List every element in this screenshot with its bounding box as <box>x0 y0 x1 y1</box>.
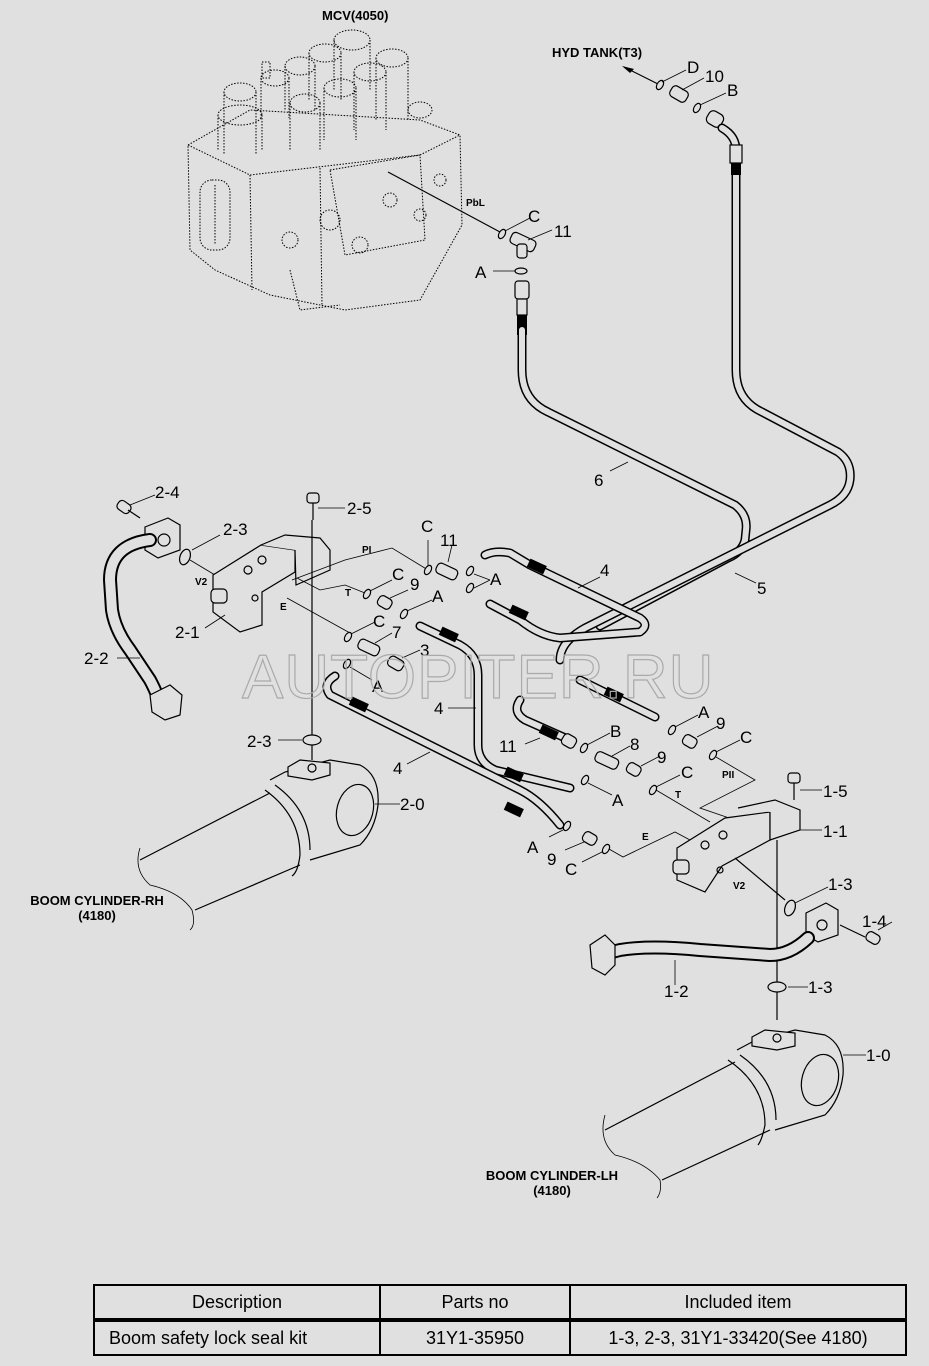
callout-3: 3 <box>420 641 429 660</box>
callout-1-0: 1-0 <box>866 1046 891 1065</box>
hyd-tank-label: HYD TANK(T3) <box>552 45 642 60</box>
callout-4-left: 4 <box>393 759 402 778</box>
boom-cylinder-lh-ref: (4180) <box>533 1183 571 1198</box>
hoses-4 <box>322 547 660 830</box>
callout-2-3-top: 2-3 <box>223 520 248 539</box>
callout-c-lh1: C <box>740 728 752 747</box>
callout-a-rh1: A <box>490 570 502 589</box>
table-row: Boom safety lock seal kit 31Y1-35950 1-3… <box>93 1319 907 1356</box>
cell-parts-no: 31Y1-35950 <box>379 1319 571 1356</box>
callout-2-4: 2-4 <box>155 483 180 502</box>
boom-cylinder-rh-ref: (4180) <box>78 908 116 923</box>
mcv-label: MCV(4050) <box>322 8 388 23</box>
callout-c-rh2: C <box>392 565 404 584</box>
callout-2-2: 2-2 <box>84 649 109 668</box>
header-description: Description <box>93 1284 381 1322</box>
boom-cylinder-rh <box>137 759 379 931</box>
boom-cylinder-rh-label: BOOM CYLINDER-RH <box>30 893 164 908</box>
lh-fittings <box>524 714 741 863</box>
callout-c-lh3: C <box>565 860 577 879</box>
callout-9-lh2: 9 <box>657 748 666 767</box>
callout-1-3-top: 1-3 <box>828 875 853 894</box>
table-header-row: Description Parts no Included item <box>93 1284 907 1322</box>
callout-8: 8 <box>630 735 639 754</box>
callout-a-rh2: A <box>432 587 444 606</box>
callout-2-1: 2-1 <box>175 623 200 642</box>
callout-1-4: 1-4 <box>862 912 887 931</box>
parts-table: Description Parts no Included item Boom … <box>93 1284 907 1356</box>
port-pii-lh: PII <box>722 770 734 781</box>
callout-11-mcv: 11 <box>554 222 572 241</box>
callout-9-lh1: 9 <box>716 714 725 733</box>
port-e-rh: E <box>280 602 287 613</box>
callout-a-mcv: A <box>475 263 487 282</box>
rh-valve-assembly <box>103 492 331 760</box>
callout-c-lh2: C <box>681 763 693 782</box>
callout-5: 5 <box>757 579 766 598</box>
callout-d-tank: D <box>687 58 699 77</box>
callout-6: 6 <box>594 471 603 490</box>
port-pbl-label: PbL <box>466 198 485 209</box>
callout-2-5: 2-5 <box>347 499 372 518</box>
tank-fittings <box>622 66 727 128</box>
callout-a-lh3: A <box>527 838 539 857</box>
port-t-lh: T <box>675 790 681 801</box>
boom-cylinder-lh <box>602 1029 844 1199</box>
callout-b-tank: B <box>727 81 738 100</box>
cell-description: Boom safety lock seal kit <box>93 1319 381 1356</box>
callout-11-lh: 11 <box>499 737 517 756</box>
callout-1-5: 1-5 <box>823 782 848 801</box>
callout-4-mid: 4 <box>434 699 443 718</box>
port-t-rh: T <box>345 588 351 599</box>
port-e-lh: E <box>642 832 649 843</box>
header-included-item: Included item <box>569 1284 907 1322</box>
callout-2-0: 2-0 <box>400 795 425 814</box>
callout-1-2: 1-2 <box>664 982 689 1001</box>
hose-5 <box>555 123 855 665</box>
mcv-drawing <box>187 29 501 311</box>
callout-c-rh1: C <box>421 517 433 536</box>
header-parts-no: Parts no <box>379 1284 571 1322</box>
callout-a-rh3: A <box>372 677 384 696</box>
callout-b-lh: B <box>610 722 621 741</box>
callout-9-lh3: 9 <box>547 850 556 869</box>
callout-1-3-bottom: 1-3 <box>808 978 833 997</box>
lh-valve-assembly <box>589 772 881 1020</box>
port-pi-rh: PI <box>362 545 372 556</box>
port-v2-lh: V2 <box>733 881 746 892</box>
callout-10: 10 <box>705 67 724 86</box>
port-v2-rh: V2 <box>195 577 208 588</box>
callout-7: 7 <box>392 623 401 642</box>
callout-c-mcv: C <box>528 207 540 226</box>
callout-9-rh: 9 <box>410 575 419 594</box>
callout-1-1: 1-1 <box>823 822 848 841</box>
watermark: AUTOPITER.RU <box>242 643 714 712</box>
rh-fittings <box>342 540 491 681</box>
hydraulic-parts-diagram: MCV(4050) PbL HYD TANK(T3) D 10 B C 11 A <box>30 8 893 1199</box>
callout-11-rh: 11 <box>440 531 458 550</box>
callout-a-lh2: A <box>698 703 710 722</box>
boom-cylinder-lh-label: BOOM CYLINDER-LH <box>486 1168 618 1183</box>
callout-2-3-bottom: 2-3 <box>247 732 272 751</box>
callout-4-top: 4 <box>600 561 609 580</box>
cell-included-item: 1-3, 2-3, 31Y1-33420(See 4180) <box>569 1319 907 1356</box>
mcv-tee-fitting <box>493 217 553 275</box>
callout-c-rh3: C <box>373 612 385 631</box>
callout-a-lh1: A <box>612 791 624 810</box>
